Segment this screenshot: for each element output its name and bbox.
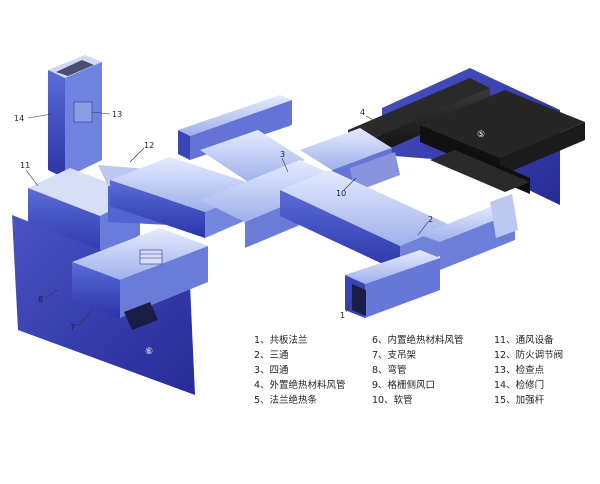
legend-item: 11、通风设备 [494,334,554,346]
callout-4: 4 [360,108,365,117]
legend-item: 10、软管 [372,394,413,406]
callout-5: ⑤ [477,130,485,140]
legend-col-3: 11、通风设备 12、防火调节阀 13、检查点 14、检修门 15、加强杆 [494,334,563,406]
lower-left-duct [72,228,208,330]
leader-lines [25,111,429,327]
legend-item: 15、加强杆 [494,394,545,406]
legend: 1、共板法兰 2、三通 3、四通 4、外置绝热材料风管 5、法兰绝热条 6、内置… [254,334,563,406]
callout-11: 11 [20,161,30,170]
tee-duct [280,170,518,272]
ventilation-unit [28,55,170,258]
callout-7: 7 [70,323,75,332]
callout-12: 12 [144,141,154,150]
callout-3: 3 [280,150,285,159]
legend-item: 12、防火调节阀 [494,349,563,361]
legend-item: 7、支吊架 [372,349,417,361]
callout-8: 8 [38,295,43,304]
legend-item: 2、三通 [254,350,289,361]
elbow-outlet [345,250,440,318]
legend-item: 6、内置绝热材料风管 [372,334,464,346]
legend-item: 5、法兰绝热条 [254,394,318,406]
legend-item: 9、格栅侧风口 [372,379,435,391]
callout-13: 13 [112,110,122,119]
insulated-duct [348,78,585,194]
callout-10: 10 [336,189,346,198]
legend-item: 3、四通 [254,365,289,376]
legend-item: 14、检修门 [494,379,544,391]
flange-outlet [352,284,366,316]
legend-item: 4、外置绝热材料风管 [254,379,346,391]
legend-item: 8、弯管 [372,364,407,376]
flexible-duct [350,152,400,192]
access-door [73,101,93,123]
legend-col-1: 1、共板法兰 2、三通 3、四通 4、外置绝热材料风管 5、法兰绝热条 [254,334,346,406]
legend-col-2: 6、内置绝热材料风管 7、支吊架 8、弯管 9、格栅侧风口 10、软管 [372,334,464,406]
callout-2: 2 [428,215,433,224]
grille-outlet [139,249,163,265]
legend-item: 13、检查点 [494,364,545,376]
callout-14: 14 [14,114,24,123]
callout-1: 1 [340,311,345,320]
callout-6: ⑥ [145,347,153,357]
legend-item: 1、共板法兰 [254,334,308,346]
